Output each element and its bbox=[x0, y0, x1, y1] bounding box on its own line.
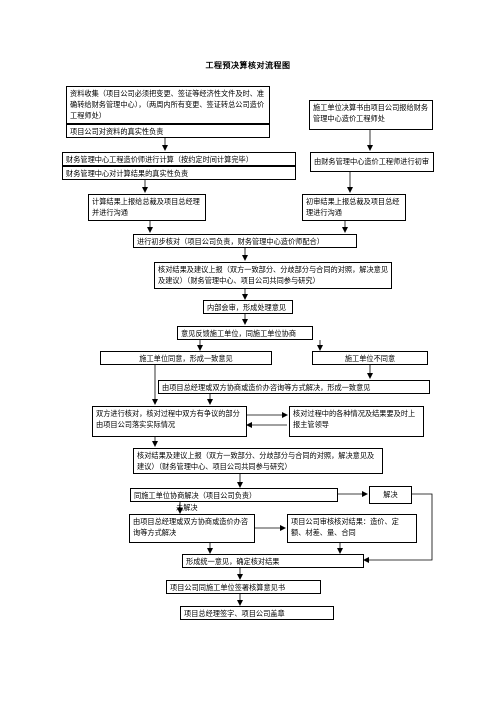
final-opinion-box: 形成统一意见，确定核对结果 bbox=[182, 554, 364, 568]
negotiate-again-box: 同施工单位协商解决（项目公司负责） bbox=[130, 488, 338, 502]
initial-check-box: 进行初步核对（项目公司负责，财务管理中心造价师配合） bbox=[133, 234, 357, 248]
collect-materials-box: 资料收集（项目公司必须把变更、签证等经济性文件及时、准确转给财务管理中心），（两… bbox=[66, 86, 270, 124]
report-leaders-box: 核对过程中的各种情况及结果要及时上报主管领导 bbox=[289, 406, 424, 437]
project-authenticity-box: 项目公司对资料的真实性负责 bbox=[66, 124, 270, 138]
gm-sign-box: 项目总经理签字、项目公司盖章 bbox=[180, 606, 334, 620]
internal-meeting-box: 内部会审，形成处理意见 bbox=[203, 300, 293, 314]
report-results-box-2: 核对结果及建议上报（双方一致部分、分歧部分与合同的对照，解决意见及建议）（财务管… bbox=[133, 448, 383, 474]
gm-consult-box-2: 由项目总经理或双方协商或造价办咨询等方式解决 bbox=[129, 514, 255, 543]
resolved-box: 解决 bbox=[369, 486, 412, 504]
feedback-contractor-box: 意见反馈施工单位，同施工单位协商 bbox=[177, 326, 313, 340]
finance-authenticity-box: 财务管理中心对计算结果的真实性负责 bbox=[62, 166, 296, 180]
report-calc-result-box: 计算结果上报给总裁及项目总经理并进行沟通 bbox=[88, 194, 206, 221]
not-resolved-label: 未解决 bbox=[176, 503, 198, 512]
report-results-box-1: 核对结果及建议上报（双方一致部分、分歧部分与合同的对照，解决意见及建议）（财务管… bbox=[154, 262, 392, 289]
review-results-box: 项目公司审核核对结果：造价、定额、材差、量、合同 bbox=[287, 514, 417, 543]
both-check-box: 双方进行核对，核对过程中双方有争议的部分由项目公司落实实际情况 bbox=[92, 406, 247, 437]
sign-opinion-box: 项目公司同施工单位签署核算意见书 bbox=[166, 580, 321, 594]
contractor-submit-box: 施工单位决算书由项目公司报给财务管理中心造价工程师处 bbox=[309, 100, 433, 130]
finance-initial-review-box: 由财务管理中心造价工程师进行初审 bbox=[310, 152, 434, 172]
page-title: 工程预决算核对流程图 bbox=[205, 60, 291, 70]
finance-calc-box: 财务管理中心工程造价师进行计算（按约定时间计算完毕） bbox=[62, 152, 296, 166]
gm-consult-box: 由项目总经理或双方协商或造价办咨询等方式解决，形成一致意见 bbox=[158, 380, 430, 394]
report-initial-review-box: 初审结果上报总裁及项目总经理进行沟通 bbox=[302, 194, 406, 221]
contractor-agree-box: 施工单位同意，形成一致意见 bbox=[100, 351, 272, 365]
contractor-disagree-box: 施工单位不同意 bbox=[312, 351, 428, 365]
